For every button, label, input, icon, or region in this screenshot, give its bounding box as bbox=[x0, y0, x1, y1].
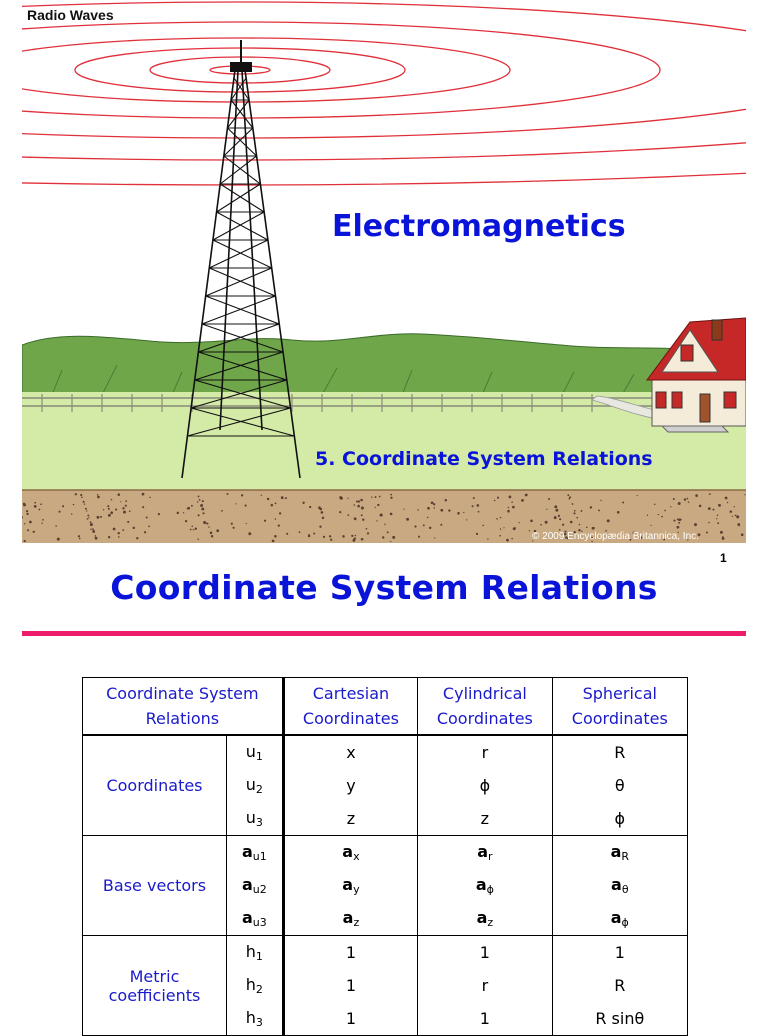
table-header-row: Coordinate System Relations Cartesian Co… bbox=[82, 677, 688, 736]
copyright-credit: © 2009 Encyclopædia Britannica, Inc. bbox=[532, 531, 699, 542]
table-row: u2 y ϕ θ bbox=[83, 769, 688, 802]
page-number: 1 bbox=[720, 551, 727, 565]
page-title: Coordinate System Relations bbox=[110, 568, 658, 607]
table-row: Coordinates u1 x r R bbox=[82, 734, 688, 836]
table-row: Base vectors au1 ax ar aR bbox=[82, 835, 688, 936]
soil bbox=[22, 490, 746, 543]
slide-title: Electromagnetics bbox=[332, 209, 626, 244]
caption-radio-waves: Radio Waves bbox=[27, 7, 114, 23]
house bbox=[646, 317, 746, 433]
table-row: Metric coefficients h1 1 1 1 bbox=[82, 935, 688, 1036]
title-divider bbox=[22, 631, 746, 636]
header-spherical: Spherical Coordinates bbox=[552, 677, 688, 736]
fence bbox=[22, 397, 662, 407]
title-slide: Radio Waves Electromagnetics 5. Coordina… bbox=[22, 0, 746, 543]
radio-tower-illustration: Radio Waves Electromagnetics 5. Coordina… bbox=[22, 0, 746, 543]
table-row: au2 ay aϕ aθ bbox=[83, 869, 688, 902]
row-label-coordinates: Coordinates bbox=[82, 734, 227, 836]
row-label-metric-coefficients: Metric coefficients bbox=[82, 935, 227, 1036]
header-relations: Coordinate System Relations bbox=[82, 677, 285, 736]
table-row: au3 az az aϕ bbox=[83, 902, 688, 936]
slide-subtitle: 5. Coordinate System Relations bbox=[315, 448, 653, 470]
header-cartesian: Cartesian Coordinates bbox=[283, 677, 419, 736]
coordinate-relations-table: Coordinate System Relations Cartesian Co… bbox=[82, 677, 688, 1036]
table-row: u3 z z ϕ bbox=[83, 802, 688, 836]
table-row: h2 1 r R bbox=[83, 969, 688, 1002]
radio-tower bbox=[181, 69, 301, 479]
header-cylindrical: Cylindrical Coordinates bbox=[417, 677, 553, 736]
row-label-base-vectors: Base vectors bbox=[82, 835, 227, 936]
